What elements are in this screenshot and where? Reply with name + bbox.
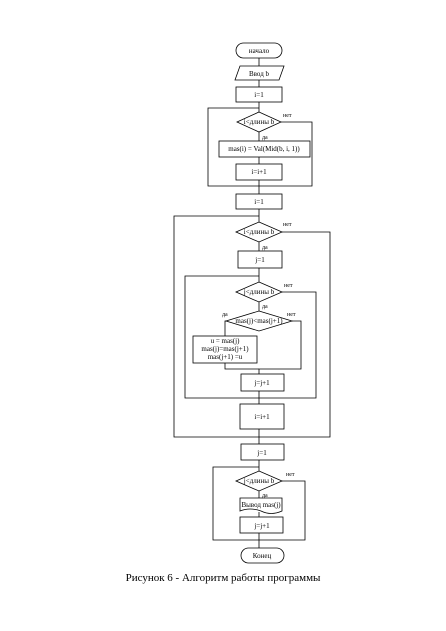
inner-back-edge bbox=[184, 275, 260, 399]
loop3-init-label: j=1 bbox=[256, 449, 267, 457]
loop2-yes-label: да bbox=[262, 245, 268, 251]
loop2-no-label: нет bbox=[283, 222, 292, 228]
inner-exit-edge bbox=[258, 291, 317, 404]
loop2-inner-condition-label: j<длины b bbox=[243, 288, 275, 296]
output-document-box bbox=[239, 497, 283, 514]
loop2-inner-no-label: нет bbox=[284, 283, 293, 289]
loop3-increment-box bbox=[239, 516, 284, 534]
loop3-increment-label: j=j+1 bbox=[253, 522, 270, 530]
loop2-increment-label: i=i+1 bbox=[254, 413, 270, 421]
loop3-exit-edge bbox=[258, 480, 306, 548]
end-label: Конец bbox=[253, 552, 272, 560]
loop1-no-label: нет bbox=[283, 113, 292, 119]
loop1-init-label: i=1 bbox=[254, 91, 264, 99]
loop1-yes-label: да bbox=[262, 135, 268, 141]
swap-line-1: u = mas(j) bbox=[211, 337, 240, 345]
output-label: Вывод mas(j) bbox=[241, 501, 281, 509]
loop2-inner-init-label: j=1 bbox=[254, 256, 265, 264]
loop2-inner-yes-label: да bbox=[262, 304, 268, 310]
input-label: Ввод b bbox=[249, 70, 270, 78]
start-label: начало bbox=[249, 47, 270, 55]
compare-no-edge bbox=[258, 320, 302, 374]
swap-to-join-edge bbox=[224, 363, 259, 370]
loop2-exit-edge bbox=[258, 231, 331, 444]
loop2-condition-label: i<длины b bbox=[244, 228, 275, 236]
loop3-no-label: нет bbox=[286, 472, 295, 478]
loop2-back-edge bbox=[173, 215, 260, 438]
compare-yes-edge bbox=[224, 320, 226, 336]
figure-caption: Рисунок 6 - Алгоритм работы программы bbox=[125, 572, 321, 584]
end-terminal bbox=[240, 547, 285, 564]
loop3-yes-label: да bbox=[262, 493, 268, 499]
loop3-condition-label: j<длины b bbox=[243, 477, 275, 485]
loop2-inner-init-box bbox=[237, 250, 283, 269]
loop2-increment-box bbox=[239, 403, 285, 430]
compare-yes-label: да bbox=[222, 312, 228, 318]
loop1-increment-label: i=i+1 bbox=[251, 168, 267, 176]
loop3-back-edge bbox=[212, 466, 260, 541]
loop1-exit-edge bbox=[258, 121, 313, 194]
loop2-inner-increment-box bbox=[240, 373, 285, 392]
loop1-back-edge bbox=[207, 107, 260, 187]
loop1-body-box bbox=[218, 140, 311, 158]
swap-line-2: mas(j)=mas(j+1) bbox=[201, 345, 249, 353]
loop2-inner-increment-label: j=j+1 bbox=[253, 379, 270, 387]
loop1-condition-label: i<длины b bbox=[244, 118, 275, 126]
compare-no-label: нет bbox=[287, 312, 296, 318]
compare-diamond bbox=[224, 310, 294, 332]
swap-line-3: mas(j+1) =u bbox=[208, 353, 243, 361]
input-parallelogram bbox=[234, 65, 285, 81]
loop3-init-box bbox=[240, 443, 285, 461]
loop1-body-label: mas(i) = Val(Mid(b, i, 1)) bbox=[228, 145, 300, 153]
compare-label: mas(j)<mas(j+1) bbox=[235, 317, 283, 325]
swap-box bbox=[192, 335, 258, 364]
loop2-init-label: i=1 bbox=[254, 198, 264, 206]
